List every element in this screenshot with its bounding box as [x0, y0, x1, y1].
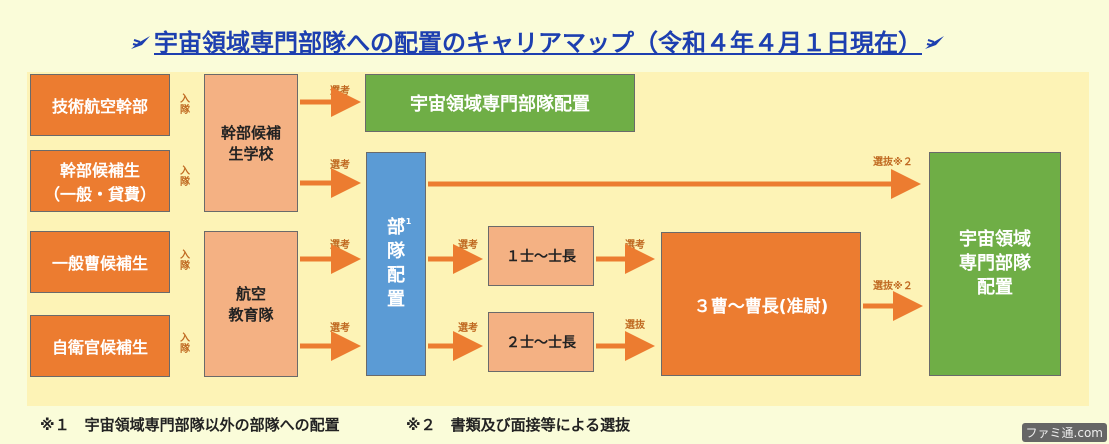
- sdf-officer-candidate-box: 自衛官候補生: [30, 315, 170, 377]
- screening-label: 選抜※２: [873, 157, 913, 168]
- general-nco-candidate-box: 一般曹候補生: [30, 231, 170, 293]
- watermark: ファミ通.com: [1021, 423, 1107, 442]
- selection-label: 選考: [330, 323, 350, 334]
- rocket-icon: [922, 27, 948, 61]
- enlist-label: 入 隊: [180, 94, 190, 116]
- selection-label: 選考: [330, 160, 350, 171]
- enlist-label: 入 隊: [180, 250, 190, 272]
- enlist-label: 入 隊: [180, 333, 190, 355]
- sergeant-rank-box: ３曹～曹長(准尉): [661, 232, 861, 376]
- footnote-2: ※２ 書類及び面接等による選抜: [406, 416, 631, 434]
- page-title: 宇宙領域専門部隊への配置のキャリアマップ（令和４年４月１日現在）: [128, 26, 1028, 60]
- footnote-1: ※１ 宇宙領域専門部隊以外の部隊への配置: [40, 416, 340, 434]
- rank-2-private-box: ２士～士長: [488, 312, 594, 372]
- title-text: 宇宙領域専門部隊への配置のキャリアマップ（令和４年４月１日現在）: [154, 29, 922, 57]
- officer-school-box: 幹部候補 生学校: [204, 74, 298, 212]
- screening-label: 選抜※２: [873, 281, 913, 292]
- screening-label: 選抜: [625, 320, 645, 331]
- air-education-corps-box: 航空 教育隊: [204, 231, 298, 377]
- officer-candidate-box: 幹部候補生（一般・貸費）: [30, 150, 170, 212]
- enlist-label: 入 隊: [180, 166, 190, 188]
- selection-label: 選考: [458, 323, 478, 334]
- technical-officer-box: 技術航空幹部: [30, 74, 170, 136]
- rocket-icon: [128, 27, 154, 61]
- unit-assignment-box: 部 隊 配 置: [366, 152, 426, 376]
- space-unit-assignment-top: 宇宙領域専門部隊配置: [365, 74, 635, 132]
- space-unit-assignment-right: 宇宙領域 専門部隊 配置: [929, 152, 1061, 376]
- rank-1-private-box: １士～士長: [488, 226, 594, 286]
- note-mark-1: ※1: [398, 217, 412, 226]
